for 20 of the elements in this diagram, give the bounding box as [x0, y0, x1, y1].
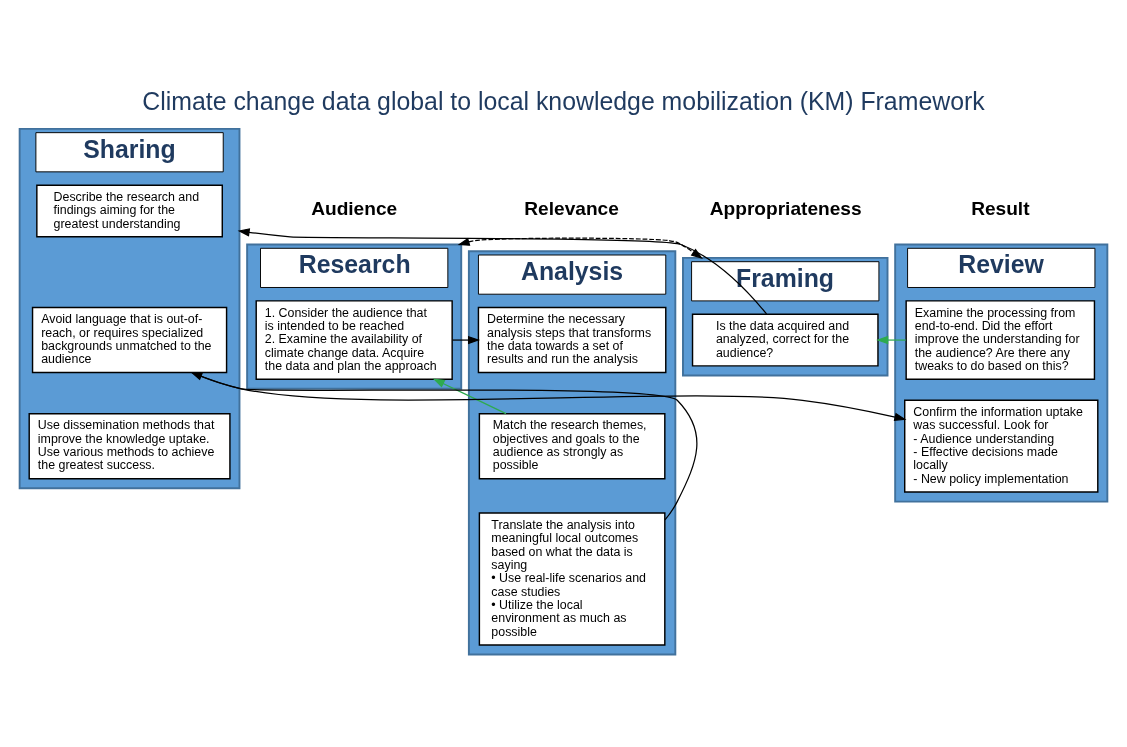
- arrow: [451, 335, 481, 344]
- label: Audience: [311, 197, 398, 219]
- arrow: [237, 227, 768, 315]
- node-box: Match the research themes, objectives and goals to the audience as strongly as possible: [478, 412, 666, 479]
- label: Appropriateness: [709, 197, 862, 219]
- node-box: Is the data acquired and analyzed, correct for the audience?: [691, 313, 879, 367]
- arrow: [876, 335, 907, 344]
- node-box: Examine the processing from end-to-end. Did the effort improve the understanding for the audience? Are there any tweaks to do based on this?: [905, 299, 1096, 380]
- node-box: Confirm the information uptake was successful. Look for - Audience understanding - Effective decisions made locally - New policy implementation: [904, 399, 1099, 493]
- diagram-title: Climate change data global to local knowledge mobilization (KM) Framework: [142, 87, 985, 115]
- node-box: Determine the necessary analysis steps that transforms the data towards a set of results and run the analysis: [477, 306, 667, 373]
- node-box: Avoid language that is out-of-reach, or requires specialized backgrounds unmatched to the audience: [31, 306, 228, 373]
- node-box: Use dissemination methods that improve the knowledge uptake. Use various methods to achieve the greatest success.: [28, 412, 231, 479]
- arrow: [432, 378, 507, 414]
- label: Relevance: [524, 197, 619, 219]
- node-box: Translate the analysis into meaningful local outcomes based on what the data is saying • Use real-life scenarios and case studies • Utilize the local environment as much as possible: [478, 511, 666, 646]
- arrow: [457, 237, 703, 259]
- node-box: 1. Consider the audience that is intended to be reached 2. Examine the availability of climate change data. Acquire the data and plan the approach: [255, 299, 453, 380]
- node-box: Describe the research and findings aiming for the greatest understanding: [36, 184, 223, 238]
- label: Result: [971, 197, 1030, 219]
